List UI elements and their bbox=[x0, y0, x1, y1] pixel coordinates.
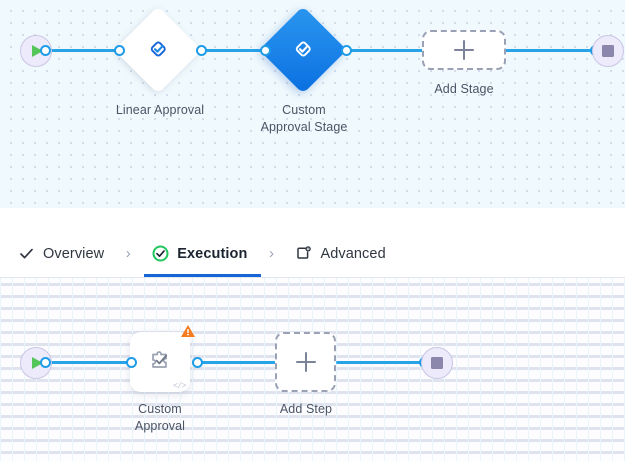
add-step-button[interactable] bbox=[275, 332, 336, 392]
edge-custom-approval-to-addstep bbox=[196, 361, 276, 364]
edge-custom-to-addstage bbox=[345, 49, 425, 52]
stop-icon bbox=[431, 357, 443, 369]
stage-graph-canvas[interactable]: Linear Approval Custom Approval Stage Ad… bbox=[0, 0, 625, 208]
warning-triangle-icon bbox=[180, 323, 196, 339]
add-step-label: Add Step bbox=[279, 402, 333, 416]
puzzle-check-icon bbox=[145, 345, 175, 380]
tabbar: Overview › Execution › Advanced bbox=[0, 230, 625, 278]
edge-addstage-to-end bbox=[505, 49, 593, 52]
tab-advanced-label: Advanced bbox=[320, 245, 386, 262]
edge-start-to-linear bbox=[42, 49, 116, 52]
step-node-custom-approval[interactable]: </> bbox=[130, 325, 195, 392]
stage-node-linear-approval[interactable] bbox=[114, 6, 202, 94]
approval-check-icon bbox=[290, 37, 316, 63]
edge-addstep-to-end bbox=[336, 361, 422, 364]
linear-approval-input-port[interactable] bbox=[114, 45, 125, 56]
plus-icon bbox=[295, 352, 316, 372]
linear-approval-output-port[interactable] bbox=[196, 45, 207, 56]
approval-check-icon bbox=[145, 37, 171, 63]
stage-node-custom-approval-stage[interactable] bbox=[259, 6, 347, 94]
play-icon bbox=[32, 357, 43, 369]
tab-overview-label: Overview bbox=[43, 245, 105, 262]
edge-start-to-custom-approval bbox=[42, 361, 132, 364]
stage-node-linear-approval-label: Linear Approval bbox=[115, 103, 205, 117]
label-line-1: Custom bbox=[138, 402, 182, 416]
edge-linear-to-custom bbox=[200, 49, 278, 52]
step-start-output-port[interactable] bbox=[40, 357, 51, 368]
stage-node-custom-approval-stage-label: Custom Approval Stage bbox=[228, 102, 380, 136]
label-line-2: Approval Stage bbox=[260, 120, 348, 134]
tab-execution[interactable]: Execution bbox=[144, 230, 262, 277]
tab-separator-2: › bbox=[268, 245, 274, 262]
stop-icon bbox=[602, 45, 614, 57]
custom-approval-stage-input-port[interactable] bbox=[260, 45, 271, 56]
tab-overview[interactable]: Overview bbox=[14, 230, 108, 277]
label-line-2: Approval bbox=[134, 419, 186, 433]
step-start-node[interactable] bbox=[20, 347, 52, 379]
check-icon bbox=[18, 245, 35, 262]
tab-advanced[interactable]: Advanced bbox=[291, 230, 389, 277]
stage-end-node[interactable] bbox=[592, 35, 624, 67]
custom-approval-output-port[interactable] bbox=[192, 357, 203, 368]
code-badge-icon: </> bbox=[173, 382, 186, 391]
plus-icon bbox=[454, 40, 474, 60]
check-circle-icon bbox=[152, 245, 169, 262]
play-icon bbox=[32, 45, 43, 57]
stage-start-node[interactable] bbox=[20, 35, 52, 67]
add-stage-label: Add Stage bbox=[434, 82, 494, 96]
custom-approval-stage-output-port[interactable] bbox=[341, 45, 352, 56]
label-line-1: Custom bbox=[282, 103, 326, 117]
step-end-node[interactable] bbox=[421, 347, 453, 379]
step-graph-canvas[interactable]: </> Custom Approval Add Step bbox=[0, 278, 625, 461]
canvas-divider bbox=[0, 208, 625, 230]
tab-execution-label: Execution bbox=[177, 245, 248, 262]
tab-separator-1: › bbox=[125, 245, 131, 262]
add-stage-button[interactable] bbox=[422, 30, 506, 70]
window-gear-icon bbox=[295, 245, 312, 262]
step-node-custom-approval-label: Custom Approval bbox=[104, 401, 216, 435]
stage-start-output-port[interactable] bbox=[40, 45, 51, 56]
custom-approval-input-port[interactable] bbox=[126, 357, 137, 368]
